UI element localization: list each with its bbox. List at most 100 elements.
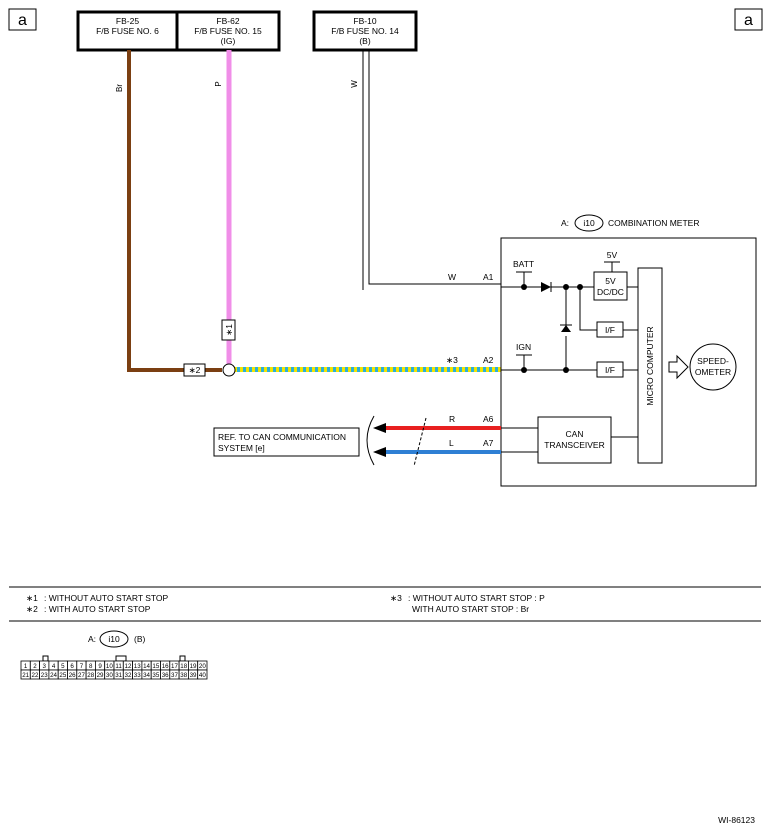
batt-label: BATT — [513, 259, 534, 269]
meter-connector-id: i10 — [583, 218, 595, 228]
pin-a2: A2 — [483, 355, 494, 365]
twisted-pair-icon — [413, 417, 427, 467]
fuse-fb25-name: F/B FUSE NO. 6 — [96, 26, 159, 36]
meter-connector-prefix: A: — [561, 218, 569, 228]
wire-w-label-a1: W — [448, 272, 456, 282]
fuse-fb10: FB-10 F/B FUSE NO. 14 (B) — [312, 10, 418, 52]
connector-pin-label: 9 — [98, 663, 102, 670]
connector-view-oval — [99, 630, 129, 648]
page-marker-right: a — [734, 8, 763, 31]
note-2-tag: ∗2 — [183, 363, 206, 377]
legend-n2-text: : WITH AUTO START STOP — [44, 604, 151, 614]
can-transceiver: CAN TRANSCEIVER — [537, 416, 612, 464]
connector-pin-label: 19 — [190, 663, 197, 670]
connector-pin-label: 28 — [87, 672, 94, 679]
connector-pin-label: 34 — [143, 672, 150, 679]
fuse-fb10-name: F/B FUSE NO. 14 — [331, 26, 399, 36]
connector-pin-label: 6 — [70, 663, 74, 670]
connector-pin-label: 23 — [41, 672, 48, 679]
connector-pin-label: 5 — [61, 663, 65, 670]
note-3-marker: ∗3 — [446, 355, 458, 365]
micro-computer: MICRO COMPUTER — [637, 267, 663, 464]
wire-r-color-label: R — [449, 414, 455, 424]
can-line2: TRANSCEIVER — [544, 440, 604, 450]
wire-l-color-label: L — [449, 438, 454, 448]
speedo-line2: OMETER — [695, 367, 731, 377]
connector-view-tabs — [42, 655, 186, 662]
fuse-fb25-id: FB-25 — [116, 16, 139, 26]
meter-connector-oval — [574, 214, 604, 232]
speedo-line1: SPEED- — [697, 356, 729, 366]
note-2-tag-label: ∗2 — [189, 365, 201, 375]
connector-pin-label: 17 — [171, 663, 178, 670]
meter-internal-circuit — [501, 261, 638, 453]
junction-circle — [222, 363, 236, 377]
connector-pin-label: 35 — [152, 672, 159, 679]
connector-pin-label: 10 — [106, 663, 113, 670]
connector-pin-label: 11 — [115, 663, 122, 670]
connector-pin-label: 36 — [162, 672, 169, 679]
connector-pin-label: 38 — [180, 672, 187, 679]
connector-pin-label: 2 — [33, 663, 37, 670]
page-marker-left: a — [8, 8, 37, 31]
if-box-1-label: I/F — [605, 325, 615, 335]
dcdc-line2: DC/DC — [597, 287, 624, 297]
note-1-tag-label: ∗1 — [224, 324, 234, 336]
connector-pin-label: 13 — [134, 663, 141, 670]
legend-n3-marker: ∗3 — [390, 593, 402, 603]
connector-pin-label: 14 — [143, 663, 150, 670]
connector-pin-label: 12 — [125, 663, 132, 670]
fuse-fb62-id: FB-62 — [216, 16, 239, 26]
connector-pin-label: 27 — [78, 672, 85, 679]
if-box-1: I/F — [596, 321, 624, 338]
wire-striped — [235, 367, 501, 372]
connector-pin-label: 26 — [69, 672, 76, 679]
pin-a6: A6 — [483, 414, 494, 424]
meter-title: COMBINATION METER — [608, 218, 699, 228]
legend-n1-marker: ∗1 — [26, 593, 38, 603]
figure-id: WI-86123 — [718, 815, 755, 825]
legend-n3-text2: WITH AUTO START STOP : Br — [412, 604, 529, 614]
fuse-fb62-sub: (IG) — [221, 36, 236, 46]
can-line1: CAN — [566, 429, 584, 439]
ign-label: IGN — [516, 342, 531, 352]
connector-pin-label: 7 — [80, 663, 84, 670]
speedometer: SPEED- OMETER — [689, 343, 737, 391]
ref-can-box: REF. TO CAN COMMUNICATION SYSTEM [e] — [213, 427, 360, 457]
connector-pin-label: 40 — [199, 672, 206, 679]
connector-pin-label: 8 — [89, 663, 93, 670]
connector-view-suffix: (B) — [134, 634, 146, 644]
connector-pin-label: 31 — [115, 672, 122, 679]
fuse-fb10-id: FB-10 — [353, 16, 376, 26]
pin-a1: A1 — [483, 272, 494, 282]
connector-pin-label: 29 — [97, 672, 104, 679]
legend-n2-marker: ∗2 — [26, 604, 38, 614]
legend-n3-text1: : WITHOUT AUTO START STOP : P — [408, 593, 545, 603]
ref-line2: SYSTEM [e] — [218, 443, 265, 453]
connector-pin-label: 21 — [22, 672, 29, 679]
connector-pin-label: 33 — [134, 672, 141, 679]
pin-a7: A7 — [483, 438, 494, 448]
connector-pin-label: 1 — [24, 663, 28, 670]
connector-pin-label: 24 — [50, 672, 57, 679]
connector-pin-label: 39 — [190, 672, 197, 679]
connector-pin-label: 32 — [125, 672, 132, 679]
legend-n1-text: : WITHOUT AUTO START STOP — [44, 593, 169, 603]
fuse-fb62-name: F/B FUSE NO. 15 — [194, 26, 262, 36]
wire-w — [362, 50, 501, 290]
connector-pin-label: 3 — [43, 663, 47, 670]
connector-pin-label: 30 — [106, 672, 113, 679]
connector-view-id: i10 — [108, 634, 120, 644]
connector-pin-label: 16 — [162, 663, 169, 670]
page-marker-right-label: a — [744, 12, 753, 29]
wire-l-arrow-icon — [373, 447, 386, 457]
connector-pin-label: 37 — [171, 672, 178, 679]
connector-pin-label: 4 — [52, 663, 56, 670]
wire-w-color-label: W — [350, 80, 359, 88]
v5-top-label: 5V — [607, 250, 618, 260]
page-marker-left-label: a — [18, 12, 27, 29]
connector-pin-label: 15 — [152, 663, 159, 670]
micro-computer-label: MICRO COMPUTER — [645, 326, 655, 405]
wire-br — [127, 50, 184, 372]
